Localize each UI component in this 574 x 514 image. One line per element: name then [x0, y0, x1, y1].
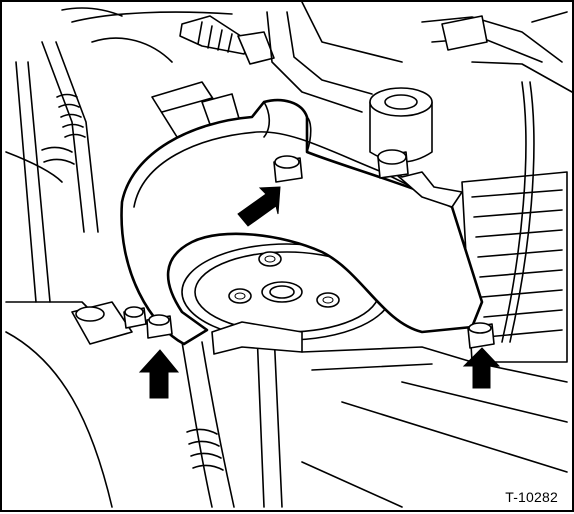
indicator-arrow	[237, 186, 281, 227]
hub-bolt	[258, 251, 282, 267]
hub-bolt	[228, 288, 252, 304]
belt-guard-cover	[120, 98, 495, 355]
figure-reference-code: T-10282	[503, 489, 560, 505]
pulley-hub	[181, 243, 393, 341]
engine-background	[5, 2, 573, 508]
indicator-arrow	[138, 349, 180, 399]
hub-bolt	[316, 292, 340, 308]
indicator-arrow	[462, 347, 501, 389]
